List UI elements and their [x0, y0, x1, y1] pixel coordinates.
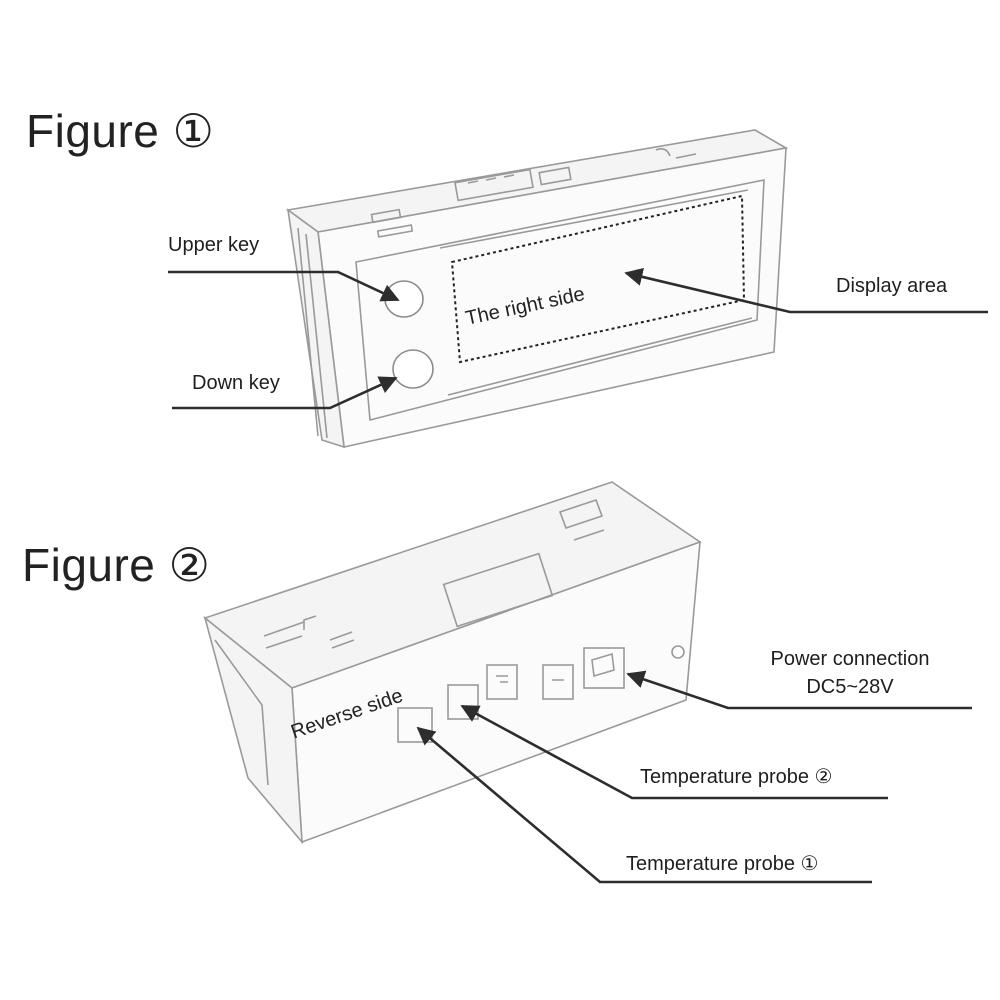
down-key-label: Down key — [192, 372, 280, 394]
power-leader — [626, 670, 972, 710]
temperature-probe-1-label: Temperature probe ① — [626, 853, 819, 875]
display-area-label: Display area — [836, 275, 948, 297]
power-voltage-label: DC5~28V — [806, 676, 894, 698]
power-socket — [583, 647, 625, 689]
temperature-probe-2-label: Temperature probe ② — [640, 766, 833, 788]
figure1-device — [286, 129, 789, 449]
figure1-title: Figure ① — [26, 105, 215, 157]
power-connection-label: Power connection — [770, 648, 930, 670]
display-area-outline — [450, 194, 746, 364]
figure1-leaders — [168, 267, 988, 410]
figure2-device — [203, 481, 702, 845]
probe2-leader — [460, 704, 888, 800]
upper-key-button — [384, 280, 424, 318]
upper-key-leader — [168, 270, 400, 302]
upper-key-label: Upper key — [168, 234, 260, 256]
figure2-leaders — [416, 670, 972, 884]
down-key-leader — [172, 376, 398, 410]
figure2-title: Figure ② — [22, 539, 211, 591]
probe1-socket — [397, 707, 433, 743]
down-key-button — [392, 349, 434, 389]
probe1-leader — [416, 726, 872, 884]
figure1-keys — [384, 280, 434, 389]
display-area-leader — [624, 267, 988, 314]
